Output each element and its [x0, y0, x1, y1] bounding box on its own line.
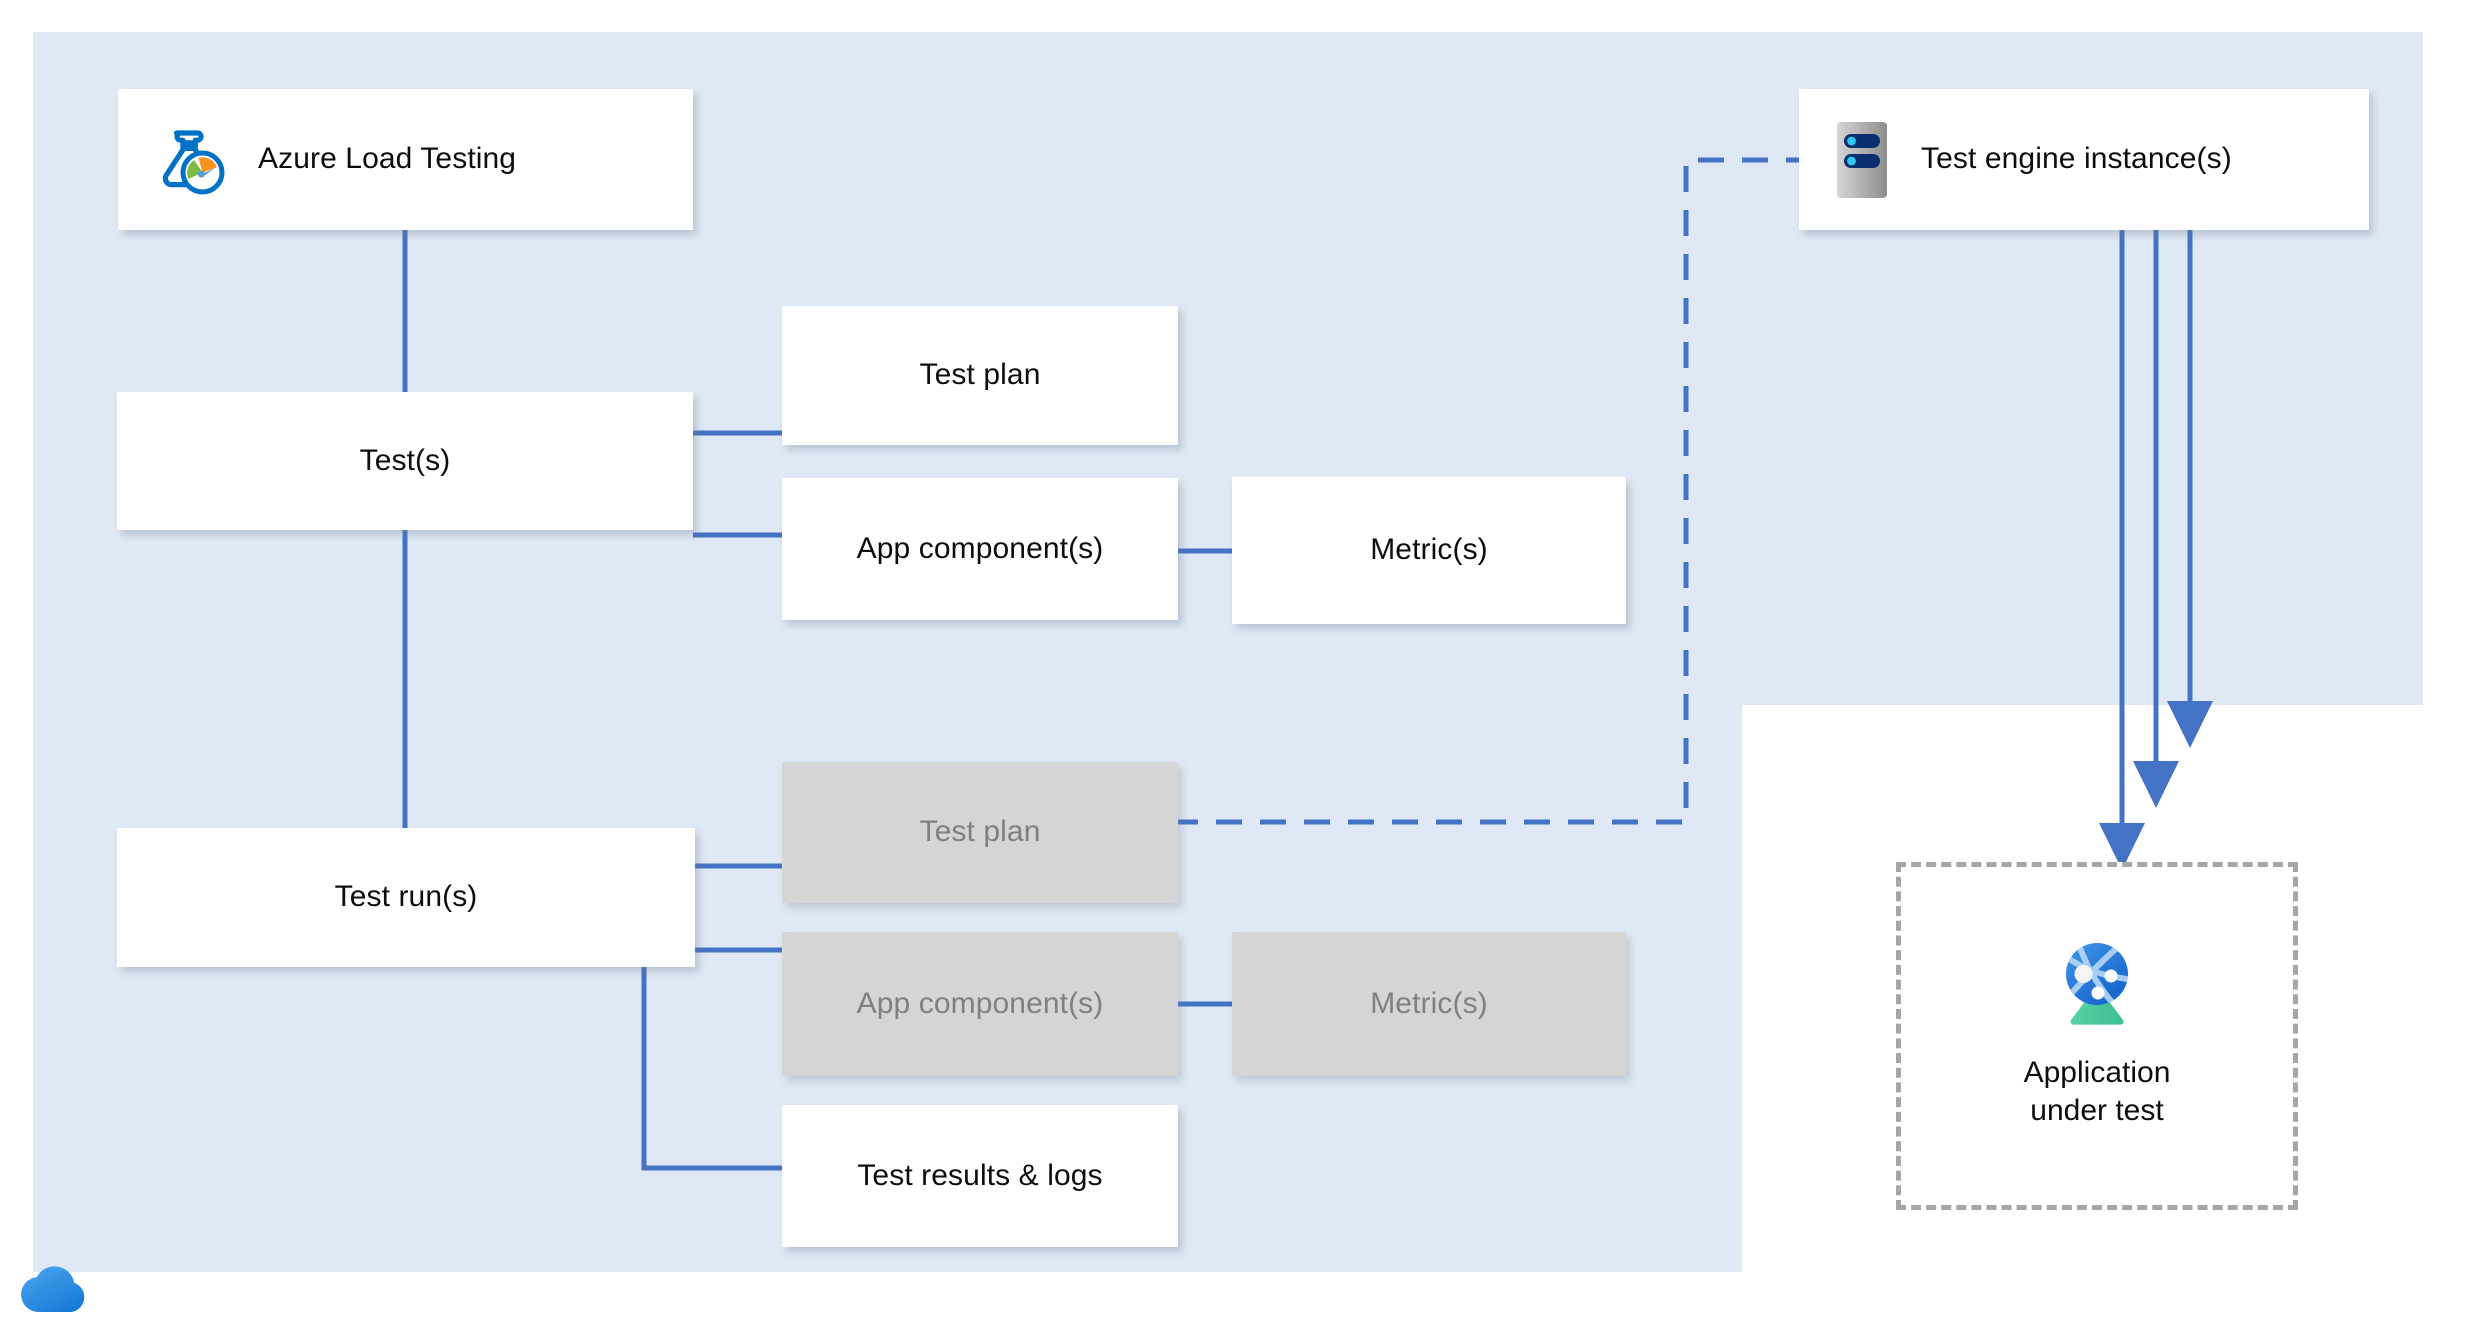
node-label: Metric(s) [1370, 986, 1488, 1020]
node-label: Application under test [2024, 1054, 2171, 1131]
node-app-components[interactable]: App component(s) [782, 478, 1178, 620]
node-test-results-and-logs[interactable]: Test results & logs [782, 1105, 1178, 1247]
node-test-plan-run[interactable]: Test plan [782, 762, 1178, 903]
node-metrics-run[interactable]: Metric(s) [1232, 932, 1626, 1076]
node-label: App component(s) [856, 986, 1104, 1020]
node-tests[interactable]: Test(s) [117, 392, 693, 530]
node-azure-load-testing[interactable]: Azure Load Testing [118, 89, 693, 230]
wire-testplan-to-testengine-dashed [1172, 157, 1799, 825]
node-test-runs[interactable]: Test run(s) [117, 828, 695, 967]
node-app-components-run[interactable]: App component(s) [782, 932, 1178, 1076]
aut-label-line-2: under test [2030, 1094, 2164, 1127]
node-label: Test(s) [359, 443, 451, 477]
node-label: Azure Load Testing [258, 142, 517, 176]
node-metrics[interactable]: Metric(s) [1232, 477, 1626, 624]
node-application-under-test[interactable]: Application under test [1896, 862, 2298, 1210]
node-label: Test plan [919, 815, 1041, 849]
aut-label-line-1: Application [2023, 1055, 2171, 1089]
node-label: Test results & logs [857, 1158, 1103, 1192]
node-label: Metric(s) [1370, 533, 1488, 567]
node-label: App component(s) [856, 531, 1104, 565]
node-label: Test run(s) [334, 880, 478, 914]
node-test-engine-instances[interactable]: Test engine instance(s) [1799, 89, 2369, 230]
node-test-plan[interactable]: Test plan [782, 306, 1178, 445]
server-rack-icon [1835, 121, 1889, 199]
cloud-icon [18, 1258, 94, 1321]
flask-gauge-icon [154, 124, 226, 196]
globe-network-icon [2049, 936, 2145, 1028]
node-label: Test plan [919, 358, 1041, 392]
wire-testruns-to-results [641, 967, 782, 1171]
node-label: Test engine instance(s) [1921, 142, 2232, 176]
